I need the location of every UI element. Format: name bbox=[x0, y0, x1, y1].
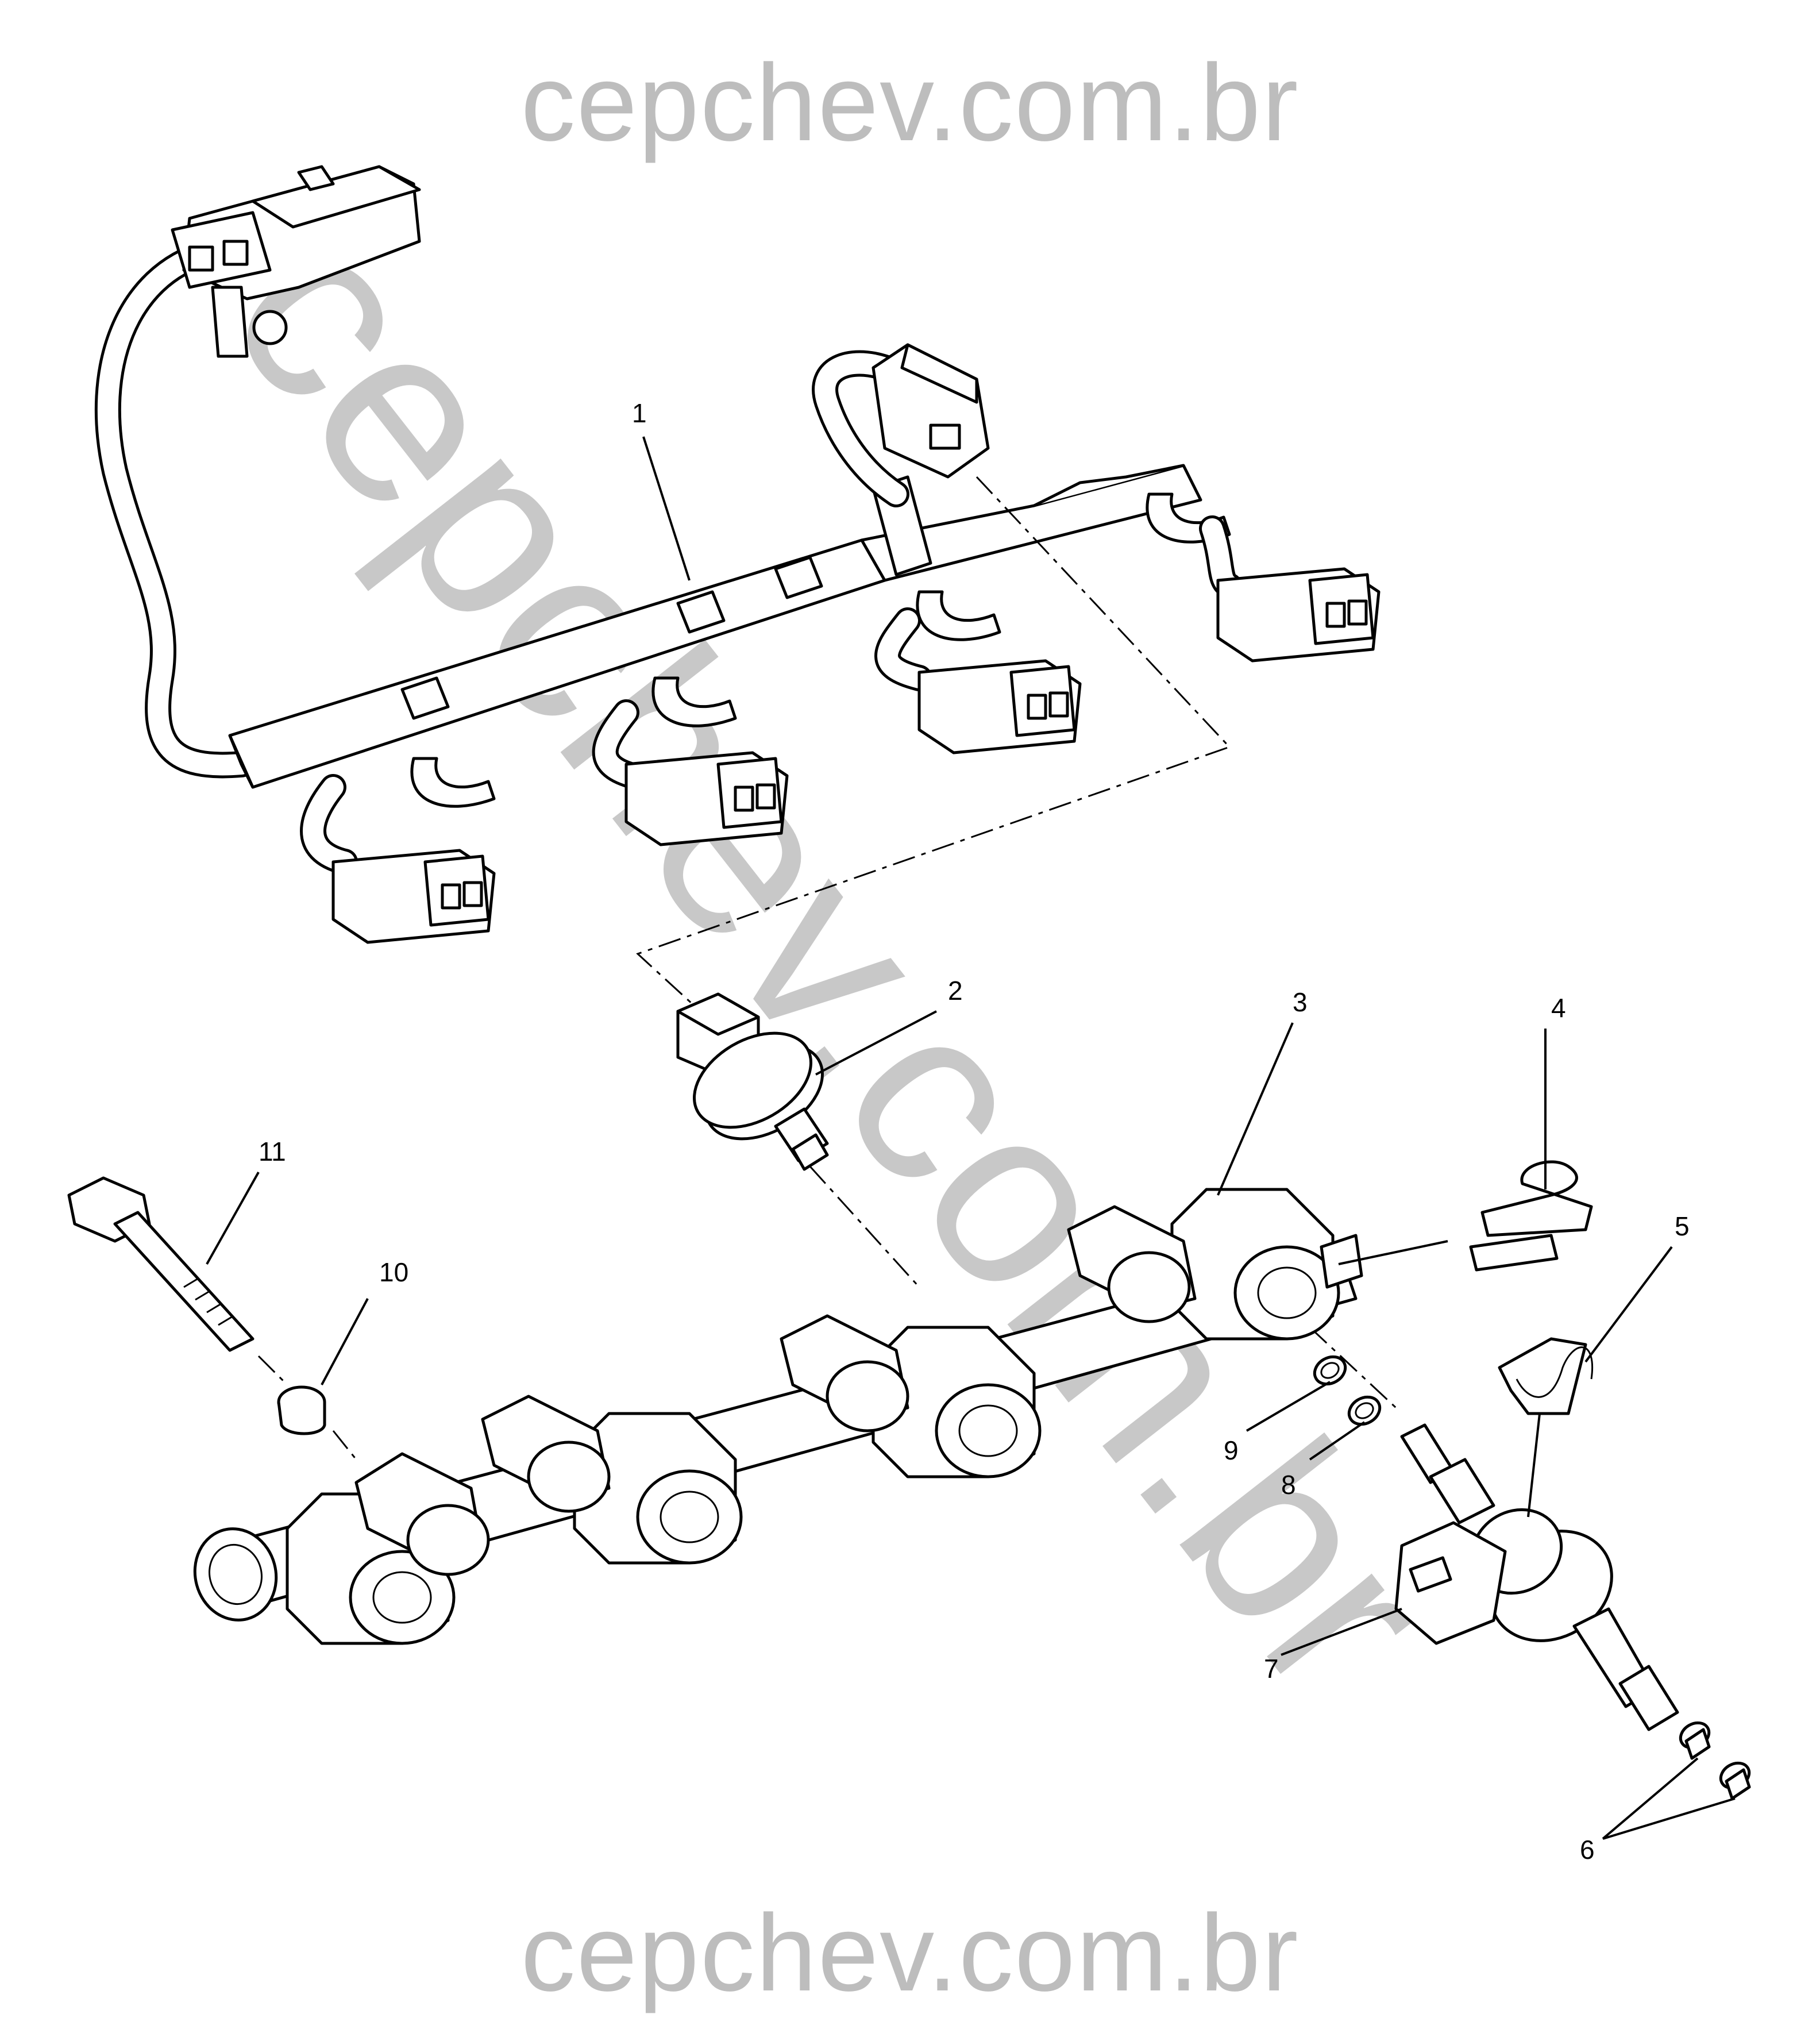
callout-8: 8 bbox=[1281, 1470, 1296, 1500]
fuel-rail bbox=[193, 1188, 1448, 1645]
seal-6b bbox=[1719, 1761, 1751, 1800]
retainer-clip-5 bbox=[1498, 1337, 1593, 1415]
callout-11: 11 bbox=[259, 1137, 286, 1166]
injector-connector-7 bbox=[1394, 1521, 1507, 1645]
retainer-clip-4 bbox=[1469, 1160, 1593, 1272]
callout-4: 4 bbox=[1551, 993, 1566, 1023]
seal-6a bbox=[1679, 1721, 1711, 1760]
callout-1: 1 bbox=[632, 398, 647, 428]
fuel-line-stub bbox=[1338, 1240, 1448, 1265]
callout-2: 2 bbox=[948, 976, 963, 1006]
callout-9: 9 bbox=[1224, 1435, 1239, 1465]
fuel-pressure-sensor bbox=[676, 992, 829, 1171]
alignment-line-rail bbox=[809, 1165, 920, 1288]
wiring-harness bbox=[94, 165, 1381, 944]
injector-connector-1 bbox=[300, 774, 496, 944]
watermark-top: cepchev.com.br bbox=[520, 42, 1300, 164]
harness-rail-carrier bbox=[228, 464, 1231, 808]
injector-connector-2 bbox=[592, 699, 789, 846]
o-ring-9 bbox=[1313, 1355, 1347, 1386]
injector-cup-4 bbox=[1067, 1188, 1363, 1341]
o-ring-8 bbox=[1347, 1395, 1382, 1426]
callout-5: 5 bbox=[1675, 1211, 1690, 1241]
callout-6: 6 bbox=[1580, 1835, 1595, 1865]
injector-cup-2 bbox=[481, 1395, 743, 1565]
injector-cup-1 bbox=[286, 1452, 490, 1645]
callout-3: 3 bbox=[1293, 987, 1308, 1017]
branch-connector-upper bbox=[812, 343, 990, 507]
callout-7: 7 bbox=[1264, 1654, 1279, 1684]
alignment-line-sensor bbox=[636, 476, 1231, 1018]
injector-cup-3 bbox=[780, 1314, 1042, 1478]
bolt-11 bbox=[67, 1176, 255, 1352]
spacer-10 bbox=[277, 1385, 326, 1435]
leader-lines bbox=[206, 436, 1736, 1840]
injector-connector-3 bbox=[874, 607, 1082, 754]
main-harness-connector bbox=[171, 165, 421, 358]
injector-connector-4 bbox=[1199, 515, 1381, 663]
watermark-bottom: cepchev.com.br bbox=[520, 1892, 1300, 2014]
alignment-line-spacer bbox=[332, 1430, 357, 1460]
alignment-line-bolt bbox=[257, 1355, 288, 1386]
alignment-line-seals bbox=[1309, 1326, 1397, 1409]
callout-10: 10 bbox=[379, 1257, 408, 1287]
